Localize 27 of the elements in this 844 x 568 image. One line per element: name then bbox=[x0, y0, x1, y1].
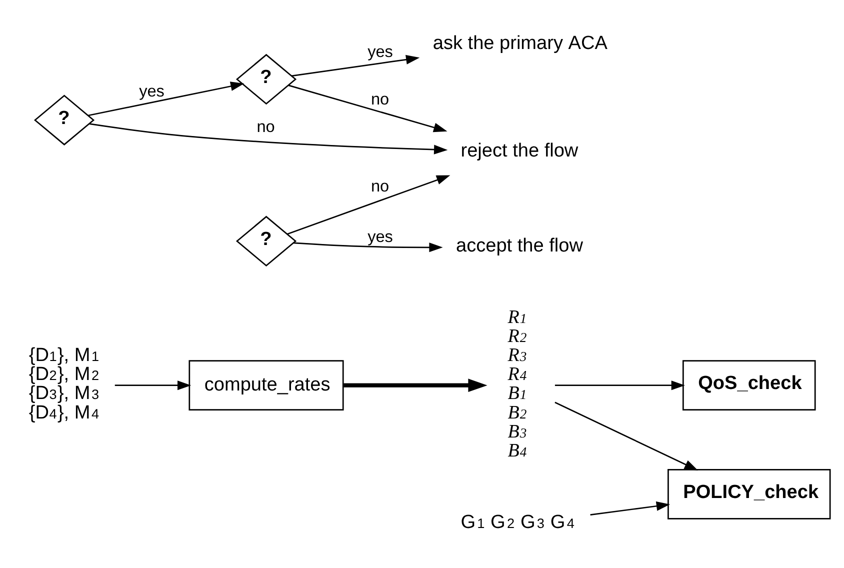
arrow bbox=[89, 123, 448, 154]
node-box: compute_rates bbox=[188, 360, 344, 410]
node-box: POLICY_check bbox=[668, 469, 831, 520]
arrow bbox=[554, 380, 685, 390]
edge-label: yes bbox=[368, 42, 393, 61]
node-text: reject the flow bbox=[460, 140, 578, 162]
node-box: QoS_check bbox=[682, 360, 816, 410]
edge-label: no bbox=[370, 178, 390, 196]
node-text: accept the flow bbox=[456, 236, 583, 257]
arrow bbox=[344, 378, 488, 392]
arrow bbox=[286, 175, 450, 235]
arrow bbox=[554, 402, 698, 470]
edge-label: no bbox=[256, 118, 275, 136]
arrow bbox=[291, 54, 420, 77]
node-diamond: ? bbox=[236, 54, 297, 105]
node-diamond: ? bbox=[236, 216, 297, 267]
node-text: ask the primary ACA bbox=[432, 32, 608, 54]
edge-label: no bbox=[370, 90, 390, 109]
edge-label: yes bbox=[368, 228, 393, 246]
node-text: R1 R2 R3 R4 B1 B2 B3 B4 bbox=[508, 307, 527, 462]
arrow bbox=[590, 501, 670, 516]
arrow bbox=[293, 242, 443, 252]
arrow bbox=[288, 84, 448, 132]
arrow bbox=[88, 82, 244, 116]
arrow bbox=[114, 380, 192, 390]
node-diamond: ? bbox=[34, 94, 95, 146]
edge-label: yes bbox=[139, 82, 164, 100]
